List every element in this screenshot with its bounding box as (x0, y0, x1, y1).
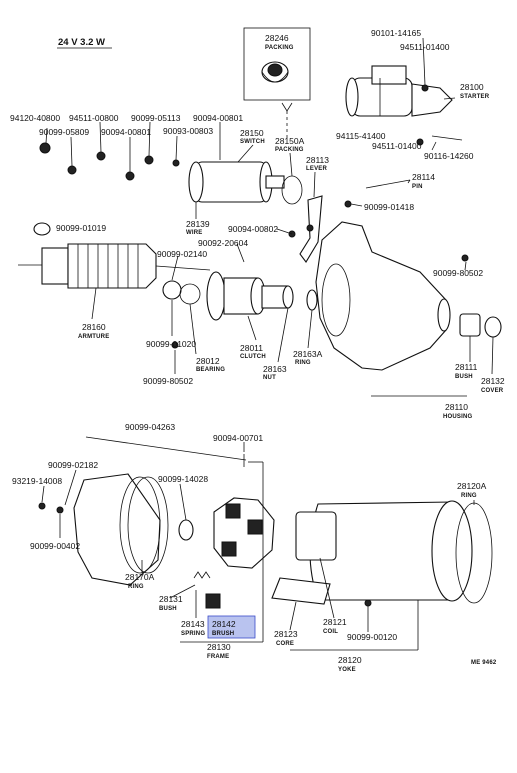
label-28012: 28012 (196, 356, 220, 366)
part-labels: 28246 PACKING 90101-14165 94511-01400 28… (10, 28, 505, 673)
label-28131: 28131 (159, 594, 183, 604)
label-28150A: 28150A (275, 136, 305, 146)
label-90099-04263: 90099-04263 (125, 422, 175, 432)
label-90101-14165: 90101-14165 (371, 28, 421, 38)
packing-drawing (261, 61, 289, 83)
label-28132: 28132 (481, 376, 505, 386)
housing-drawing (315, 221, 502, 371)
label-28121: 28121 (323, 617, 347, 627)
label-94120-40800: 94120-40800 (10, 113, 60, 123)
name-28139: WIRE (186, 230, 202, 236)
label-90094-00802: 90094-00802 (228, 224, 278, 234)
label-90094-00801-b: 90094-00801 (101, 127, 151, 137)
name-28121: COIL (323, 629, 338, 635)
name-28113: LEVER (306, 166, 327, 172)
label-90093-00803: 90093-00803 (163, 126, 213, 136)
name-28110: HOUSING (443, 414, 473, 420)
label-28123: 28123 (274, 629, 298, 639)
clutch-drawing (206, 271, 318, 321)
label-28163: 28163 (263, 364, 287, 374)
name-28246: PACKING (265, 45, 294, 51)
label-90099-14028: 90099-14028 (158, 474, 208, 484)
brush-holder-drawing (193, 497, 275, 609)
spec-title: 24 V 3.2 W (58, 37, 105, 48)
name-28160: ARMTURE (78, 334, 109, 340)
name-28132: COVER (481, 388, 504, 394)
label-94115-41400: 94115-41400 (336, 131, 386, 141)
name-28120A: RING (461, 493, 477, 499)
label-90099-05809: 90099-05809 (39, 127, 89, 137)
packing-arrow (281, 102, 293, 112)
end-frame-drawing (73, 473, 194, 586)
label-28100: 28100 (460, 82, 484, 92)
name-28100: STARTER (460, 94, 490, 100)
through-bolt (85, 436, 247, 461)
label-90099-02140: 90099-02140 (157, 249, 207, 259)
label-94511-00800: 94511-00800 (69, 113, 119, 123)
label-28246: 28246 (265, 33, 289, 43)
label-28114: 28114 (412, 172, 435, 182)
label-28139: 28139 (186, 219, 210, 229)
switch-drawing (188, 161, 303, 205)
packing-inset-box (243, 27, 311, 101)
label-90099-05113: 90099-05113 (131, 113, 181, 123)
label-28142[interactable]: 28142 (212, 619, 236, 629)
label-93219-14008: 93219-14008 (12, 476, 62, 486)
armature-drawing (18, 243, 211, 305)
label-28011: 28011 (240, 343, 263, 353)
name-28114: PIN (412, 184, 423, 190)
name-28150A: PACKING (275, 147, 304, 153)
label-28130: 28130 (207, 642, 231, 652)
label-28143: 28143 (181, 619, 205, 629)
label-28170A: 28170A (125, 572, 155, 582)
name-28131: BUSH (159, 606, 177, 612)
label-28163A: 28163A (293, 349, 323, 359)
label-28120A: 28120A (457, 481, 487, 491)
label-90099-00120: 90099-00120 (347, 632, 397, 642)
yoke-drawing (271, 500, 493, 605)
label-90099-80502-b: 90099-80502 (143, 376, 193, 386)
label-90092-20604: 90092-20604 (198, 238, 248, 248)
label-94511-01400-b: 94511-01400 (372, 141, 422, 151)
label-90099-01020: 90099-01020 (146, 339, 196, 349)
label-90099-01019: 90099-01019 (56, 223, 106, 233)
label-28113: 28113 (306, 155, 329, 165)
name-28163A: RING (295, 360, 311, 366)
leader-lines (41, 37, 494, 651)
label-90099-01418: 90099-01418 (364, 202, 414, 212)
highlight-28142[interactable] (207, 615, 256, 639)
figure-code: ME 9462 (471, 660, 497, 666)
label-90094-00701: 90094-00701 (213, 433, 263, 443)
label-90099-02182: 90099-02182 (48, 460, 98, 470)
starter-drawing (345, 65, 453, 117)
label-28110: 28110 (445, 402, 468, 412)
washer-drawing (33, 222, 51, 236)
label-28120: 28120 (338, 655, 362, 665)
name-28012: BEARING (196, 367, 225, 373)
label-90099-80502: 90099-80502 (433, 268, 483, 278)
name-28130: FRAME (207, 654, 229, 660)
label-28111: 28111 (455, 362, 478, 372)
label-28160: 28160 (82, 322, 106, 332)
name-28111: BUSH (455, 374, 473, 380)
label-94511-01400: 94511-01400 (400, 42, 450, 52)
name-28170A: RING (128, 584, 144, 590)
label-90094-00801: 90094-00801 (193, 113, 243, 123)
name-28120: YOKE (338, 667, 356, 673)
name-28011: CLUTCH (240, 354, 266, 360)
name-28142: BRUSH (212, 631, 234, 637)
label-28150: 28150 (240, 128, 264, 138)
label-90099-00402: 90099-00402 (30, 541, 80, 551)
label-90116-14260: 90116-14260 (424, 151, 474, 161)
name-28150: SWITCH (240, 139, 265, 145)
hardware-drawing (38, 84, 469, 607)
name-28123: CORE (276, 641, 294, 647)
name-28163: NUT (263, 375, 276, 381)
name-28143: SPRING (181, 631, 205, 637)
